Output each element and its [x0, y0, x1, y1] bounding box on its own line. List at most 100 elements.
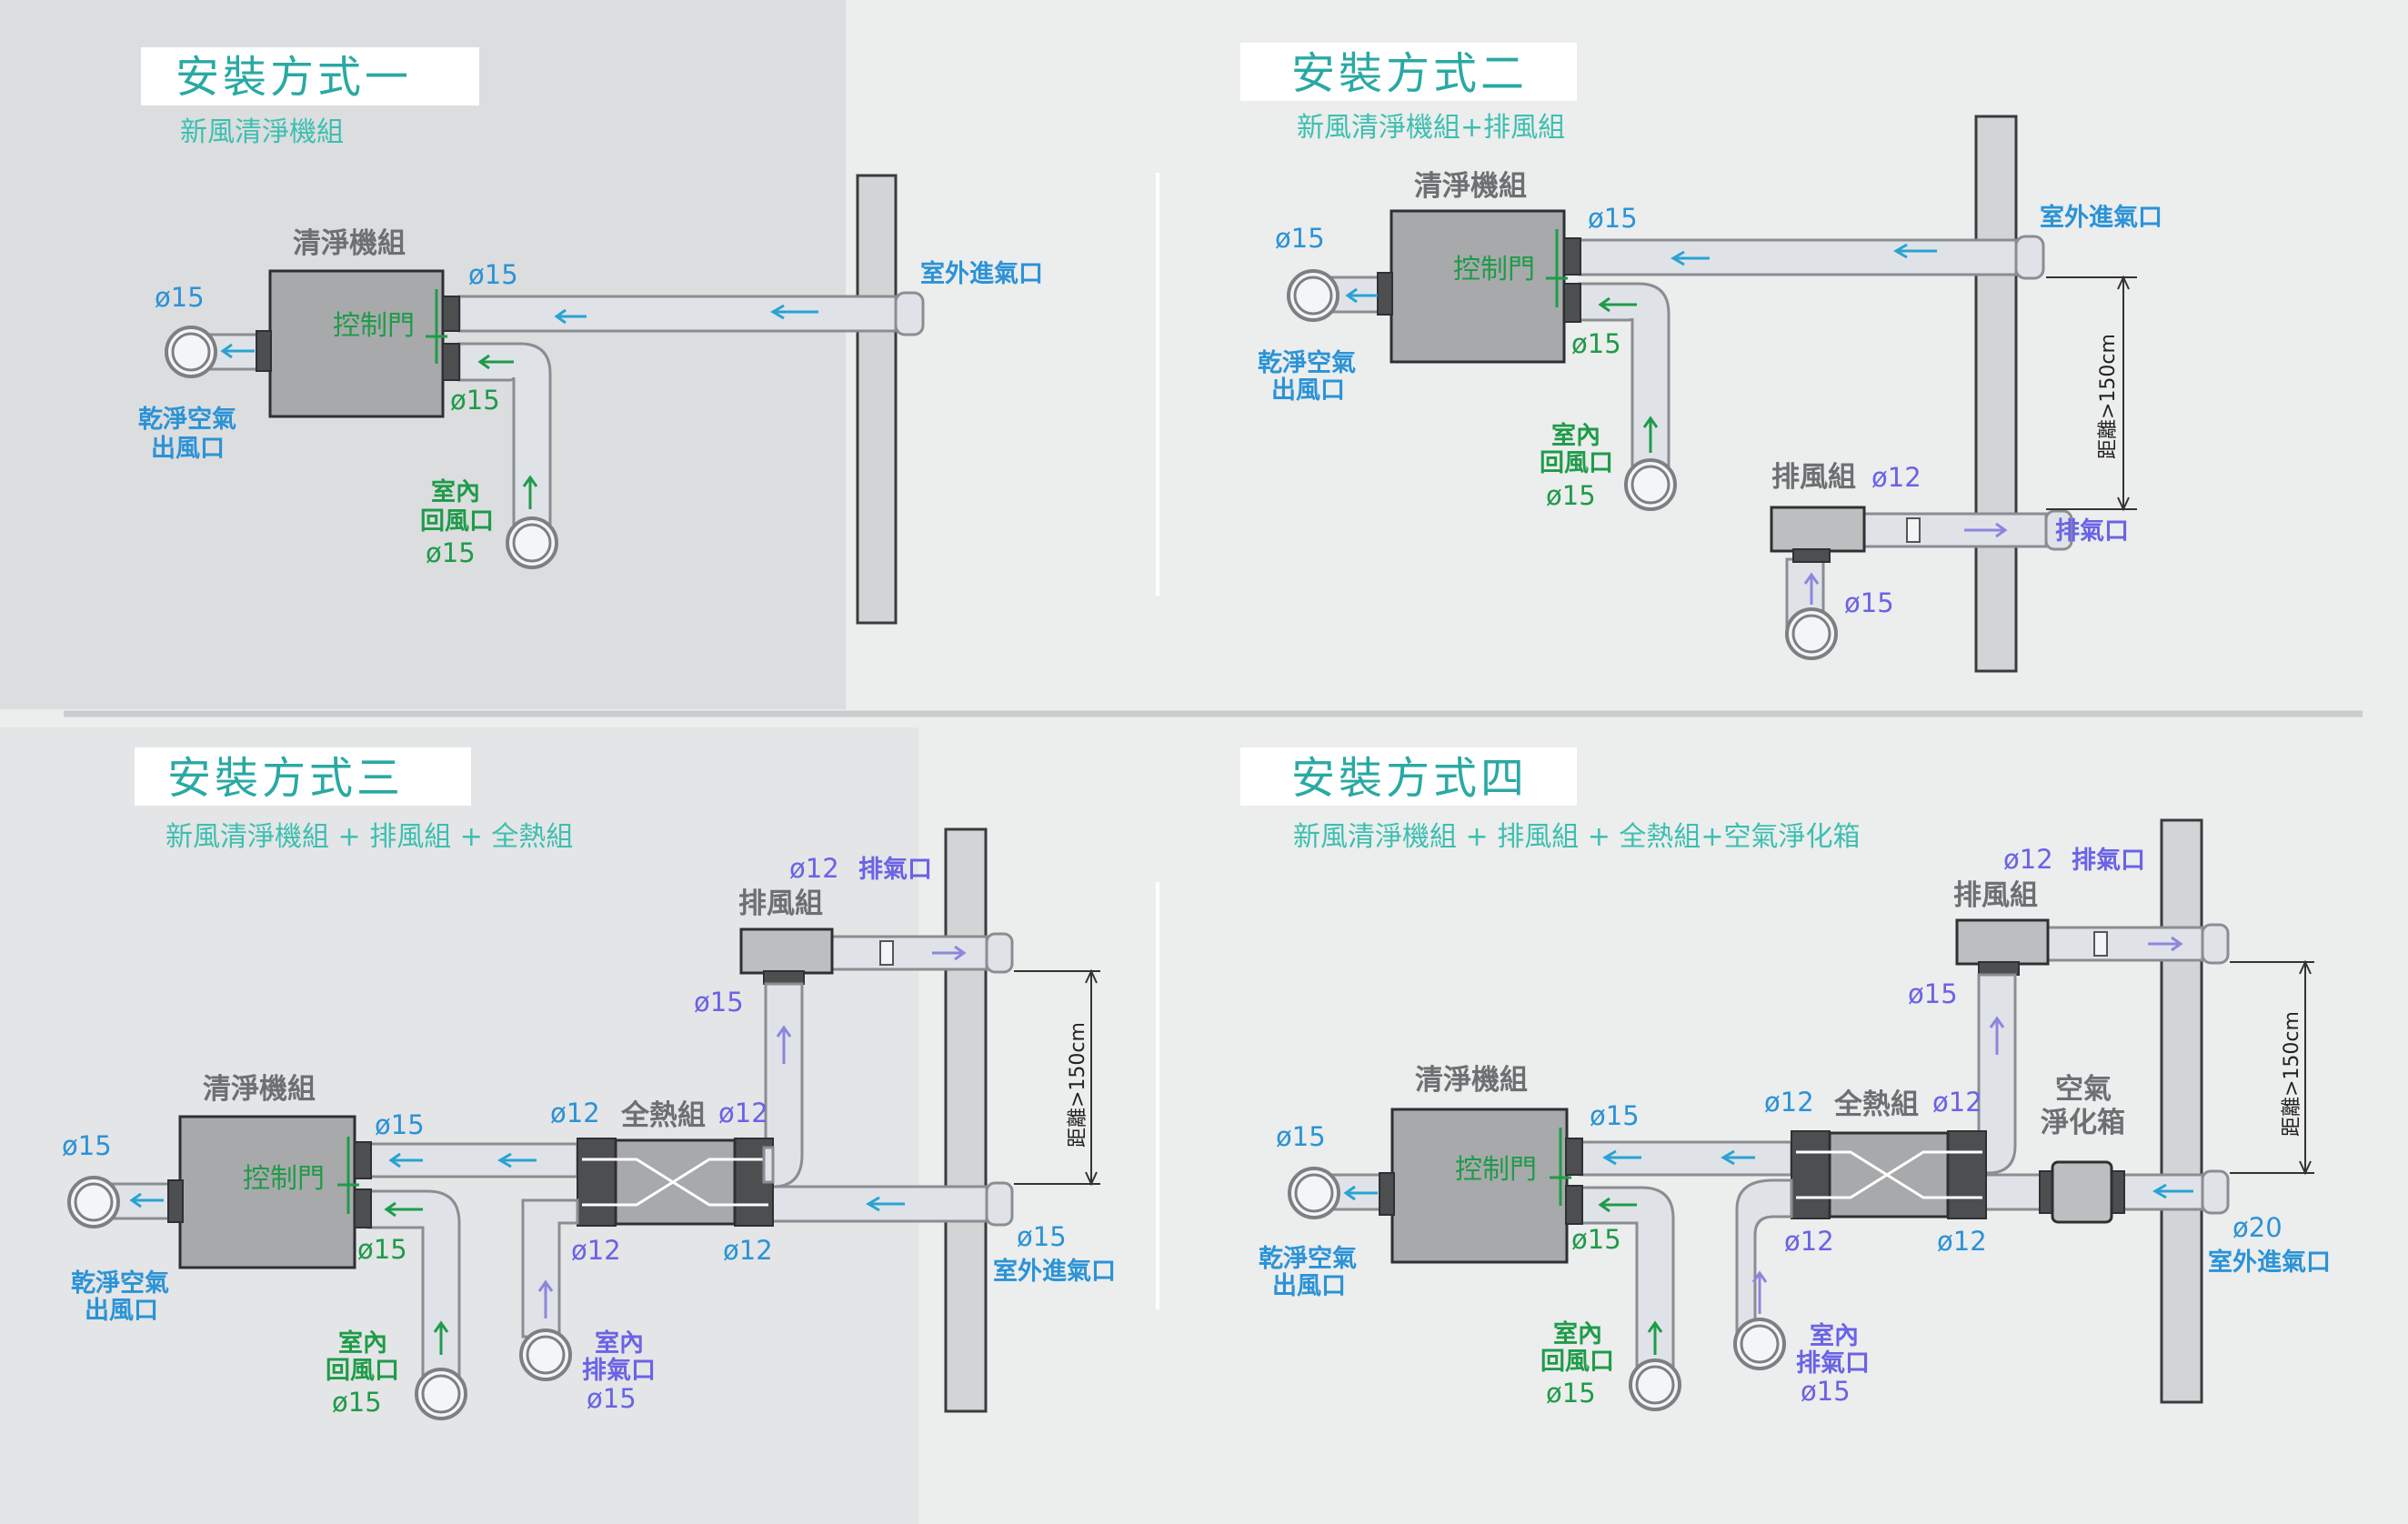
- intake-diameter: ø15: [375, 1109, 425, 1140]
- hrv-label: 全熱組: [1833, 1088, 1919, 1121]
- hrv-right-flange: [1947, 1130, 1987, 1219]
- outlet-arrow-icon: [220, 343, 255, 359]
- outlet-diameter: ø15: [1275, 223, 1325, 254]
- exhaust-duct-cap: [2044, 509, 2073, 551]
- return-ring-inner: [421, 1374, 461, 1414]
- clean-outlet-label-2: 出風口: [151, 435, 225, 463]
- unit-label: 清淨機組: [203, 1073, 316, 1106]
- return-bottom-diameter: ø15: [332, 1387, 382, 1418]
- exhaust-up-arrow-icon: [1989, 1016, 2005, 1055]
- outdoor-intake-label: 室外進氣口: [920, 259, 1043, 288]
- return-ring-inner: [512, 523, 552, 563]
- distance-dimension: [1014, 970, 1100, 1185]
- exhaust-damper: [2093, 931, 2108, 957]
- indoor-exhaust-label-1: 室內: [595, 1328, 644, 1358]
- indoor-exhaust-duct: [1735, 1178, 1793, 1339]
- exhaust-duct-cap: [985, 932, 1014, 974]
- indoor-exhaust-diameter: ø15: [587, 1383, 637, 1414]
- clean-outlet-label-1: 乾淨空氣: [1258, 348, 1356, 377]
- hrv-label: 全熱組: [620, 1099, 706, 1132]
- indoor-exhaust-ring-inner: [526, 1335, 566, 1375]
- supply-arrow-icon: [1721, 1149, 1755, 1166]
- panel-4-subtitle: 新風清淨機組 + 排風組 + 全熱組+空氣淨化箱: [1293, 821, 1861, 853]
- return-bottom-diameter: ø15: [426, 537, 476, 568]
- indoor-return-label-1: 室內: [338, 1328, 387, 1358]
- return-bottom-diameter: ø15: [1546, 1378, 1596, 1409]
- outdoor-arrow-icon: [2152, 1183, 2193, 1199]
- panel-1-subtitle: 新風清淨機組: [180, 116, 344, 148]
- panel-3-subtitle: 新風清淨機組 + 排風組 + 全熱組: [166, 821, 573, 853]
- supply-arrow-icon: [497, 1152, 537, 1168]
- outlet-diameter: ø15: [1276, 1121, 1326, 1152]
- intake-duct: [1578, 238, 2018, 276]
- intake-flange: [354, 1141, 372, 1179]
- hrv-crossflow-icon: [582, 1158, 768, 1207]
- return-arrow-icon: [384, 1201, 423, 1218]
- indoor-exhaust-ring-inner: [1740, 1324, 1780, 1364]
- distance-dimension: [2046, 276, 2137, 510]
- hrv-left-flange: [577, 1138, 617, 1227]
- return-diameter: ø15: [357, 1234, 407, 1265]
- clean-outlet-label-1: 乾淨空氣: [1259, 1244, 1357, 1273]
- purifier-box-flange-r: [2111, 1170, 2125, 1214]
- return-bottom-diameter: ø15: [1546, 480, 1596, 511]
- purifier-unit: [268, 269, 445, 418]
- hrv-diameter-bl: ø12: [1784, 1226, 1834, 1257]
- return-arrow-icon: [477, 354, 514, 370]
- purifier-box-label-1: 空氣: [2055, 1073, 2112, 1106]
- return-ring-inner: [1630, 465, 1671, 505]
- supply-arrow-2-icon: [388, 1152, 423, 1168]
- outdoor-intake-label: 室外進氣口: [993, 1257, 1116, 1286]
- outdoor-duct-cap: [985, 1181, 1014, 1227]
- outlet-arrow-icon: [1345, 287, 1378, 304]
- exhaust-fan-unit: [1770, 506, 1866, 553]
- outlet-flange: [1379, 1172, 1395, 1216]
- air-purifier-box: [2051, 1160, 2113, 1224]
- return-flange: [1563, 283, 1581, 323]
- exhaust-unit-label: 排風組: [1771, 461, 1856, 494]
- panel-1-title-box: [141, 47, 479, 105]
- supply-arrow-2-icon: [1602, 1149, 1641, 1166]
- outdoor-duct-cap: [2201, 1169, 2230, 1215]
- outdoor-intake-label: 室外進氣口: [2040, 203, 2162, 232]
- exhaust-unit-label: 排風組: [1953, 879, 2038, 912]
- wall: [1974, 115, 2018, 673]
- indoor-return-label-1: 室內: [1551, 421, 1600, 450]
- return-flange: [1565, 1185, 1583, 1225]
- indoor-return-label-2: 回風口: [1540, 449, 1613, 477]
- hrv-diameter-tr: ø12: [718, 1098, 768, 1128]
- hrv-diameter-tl: ø12: [550, 1098, 600, 1128]
- return-diameter: ø15: [450, 385, 500, 416]
- exhaust-damper: [1906, 517, 1921, 543]
- indoor-exhaust-label-2: 排氣口: [1796, 1349, 1870, 1378]
- intake-duct-cap: [894, 291, 925, 336]
- exhaust-inlet-ring-inner: [1791, 614, 1831, 654]
- clean-outlet-label-2: 出風口: [85, 1297, 158, 1325]
- panel-1-title: 安裝方式一: [176, 52, 412, 103]
- return-diameter: ø15: [1571, 1224, 1621, 1255]
- exhaust-arrow-icon: [2148, 936, 2183, 952]
- exhaust-arrow-icon: [1964, 522, 2008, 538]
- outdoor-diameter: ø15: [1017, 1221, 1067, 1252]
- panel-3-title-box: [135, 747, 471, 806]
- control-door-label: 控制門: [333, 310, 415, 342]
- return-arrow-icon: [1598, 296, 1637, 313]
- hrv-diameter-tl: ø12: [1764, 1087, 1814, 1118]
- wall: [856, 174, 898, 625]
- return-ring-inner: [1635, 1365, 1675, 1405]
- return-up-arrow-icon: [1642, 416, 1659, 453]
- exhaust-port-label: 排氣口: [2055, 517, 2129, 546]
- return-diameter: ø15: [1571, 328, 1621, 359]
- clean-outlet-label-1: 乾淨空氣: [138, 405, 236, 434]
- intake-duct-cap: [2014, 235, 2045, 280]
- outlet-ring-inner: [1293, 276, 1333, 316]
- exhaust-up-arrow-icon: [776, 1025, 792, 1064]
- outlet-arrow-icon: [1343, 1185, 1378, 1201]
- distance-label: 距離>150cm: [2097, 334, 2120, 459]
- distance-arrows-icon: [2299, 959, 2312, 1176]
- outlet-ring-inner: [171, 332, 211, 372]
- panel-3: 安裝方式三 新風清淨機組 + 排風組 + 全熱組 控制門 清淨機組: [62, 747, 1116, 1420]
- control-door-label: 控制門: [1455, 1154, 1537, 1186]
- intake-flange: [442, 296, 460, 332]
